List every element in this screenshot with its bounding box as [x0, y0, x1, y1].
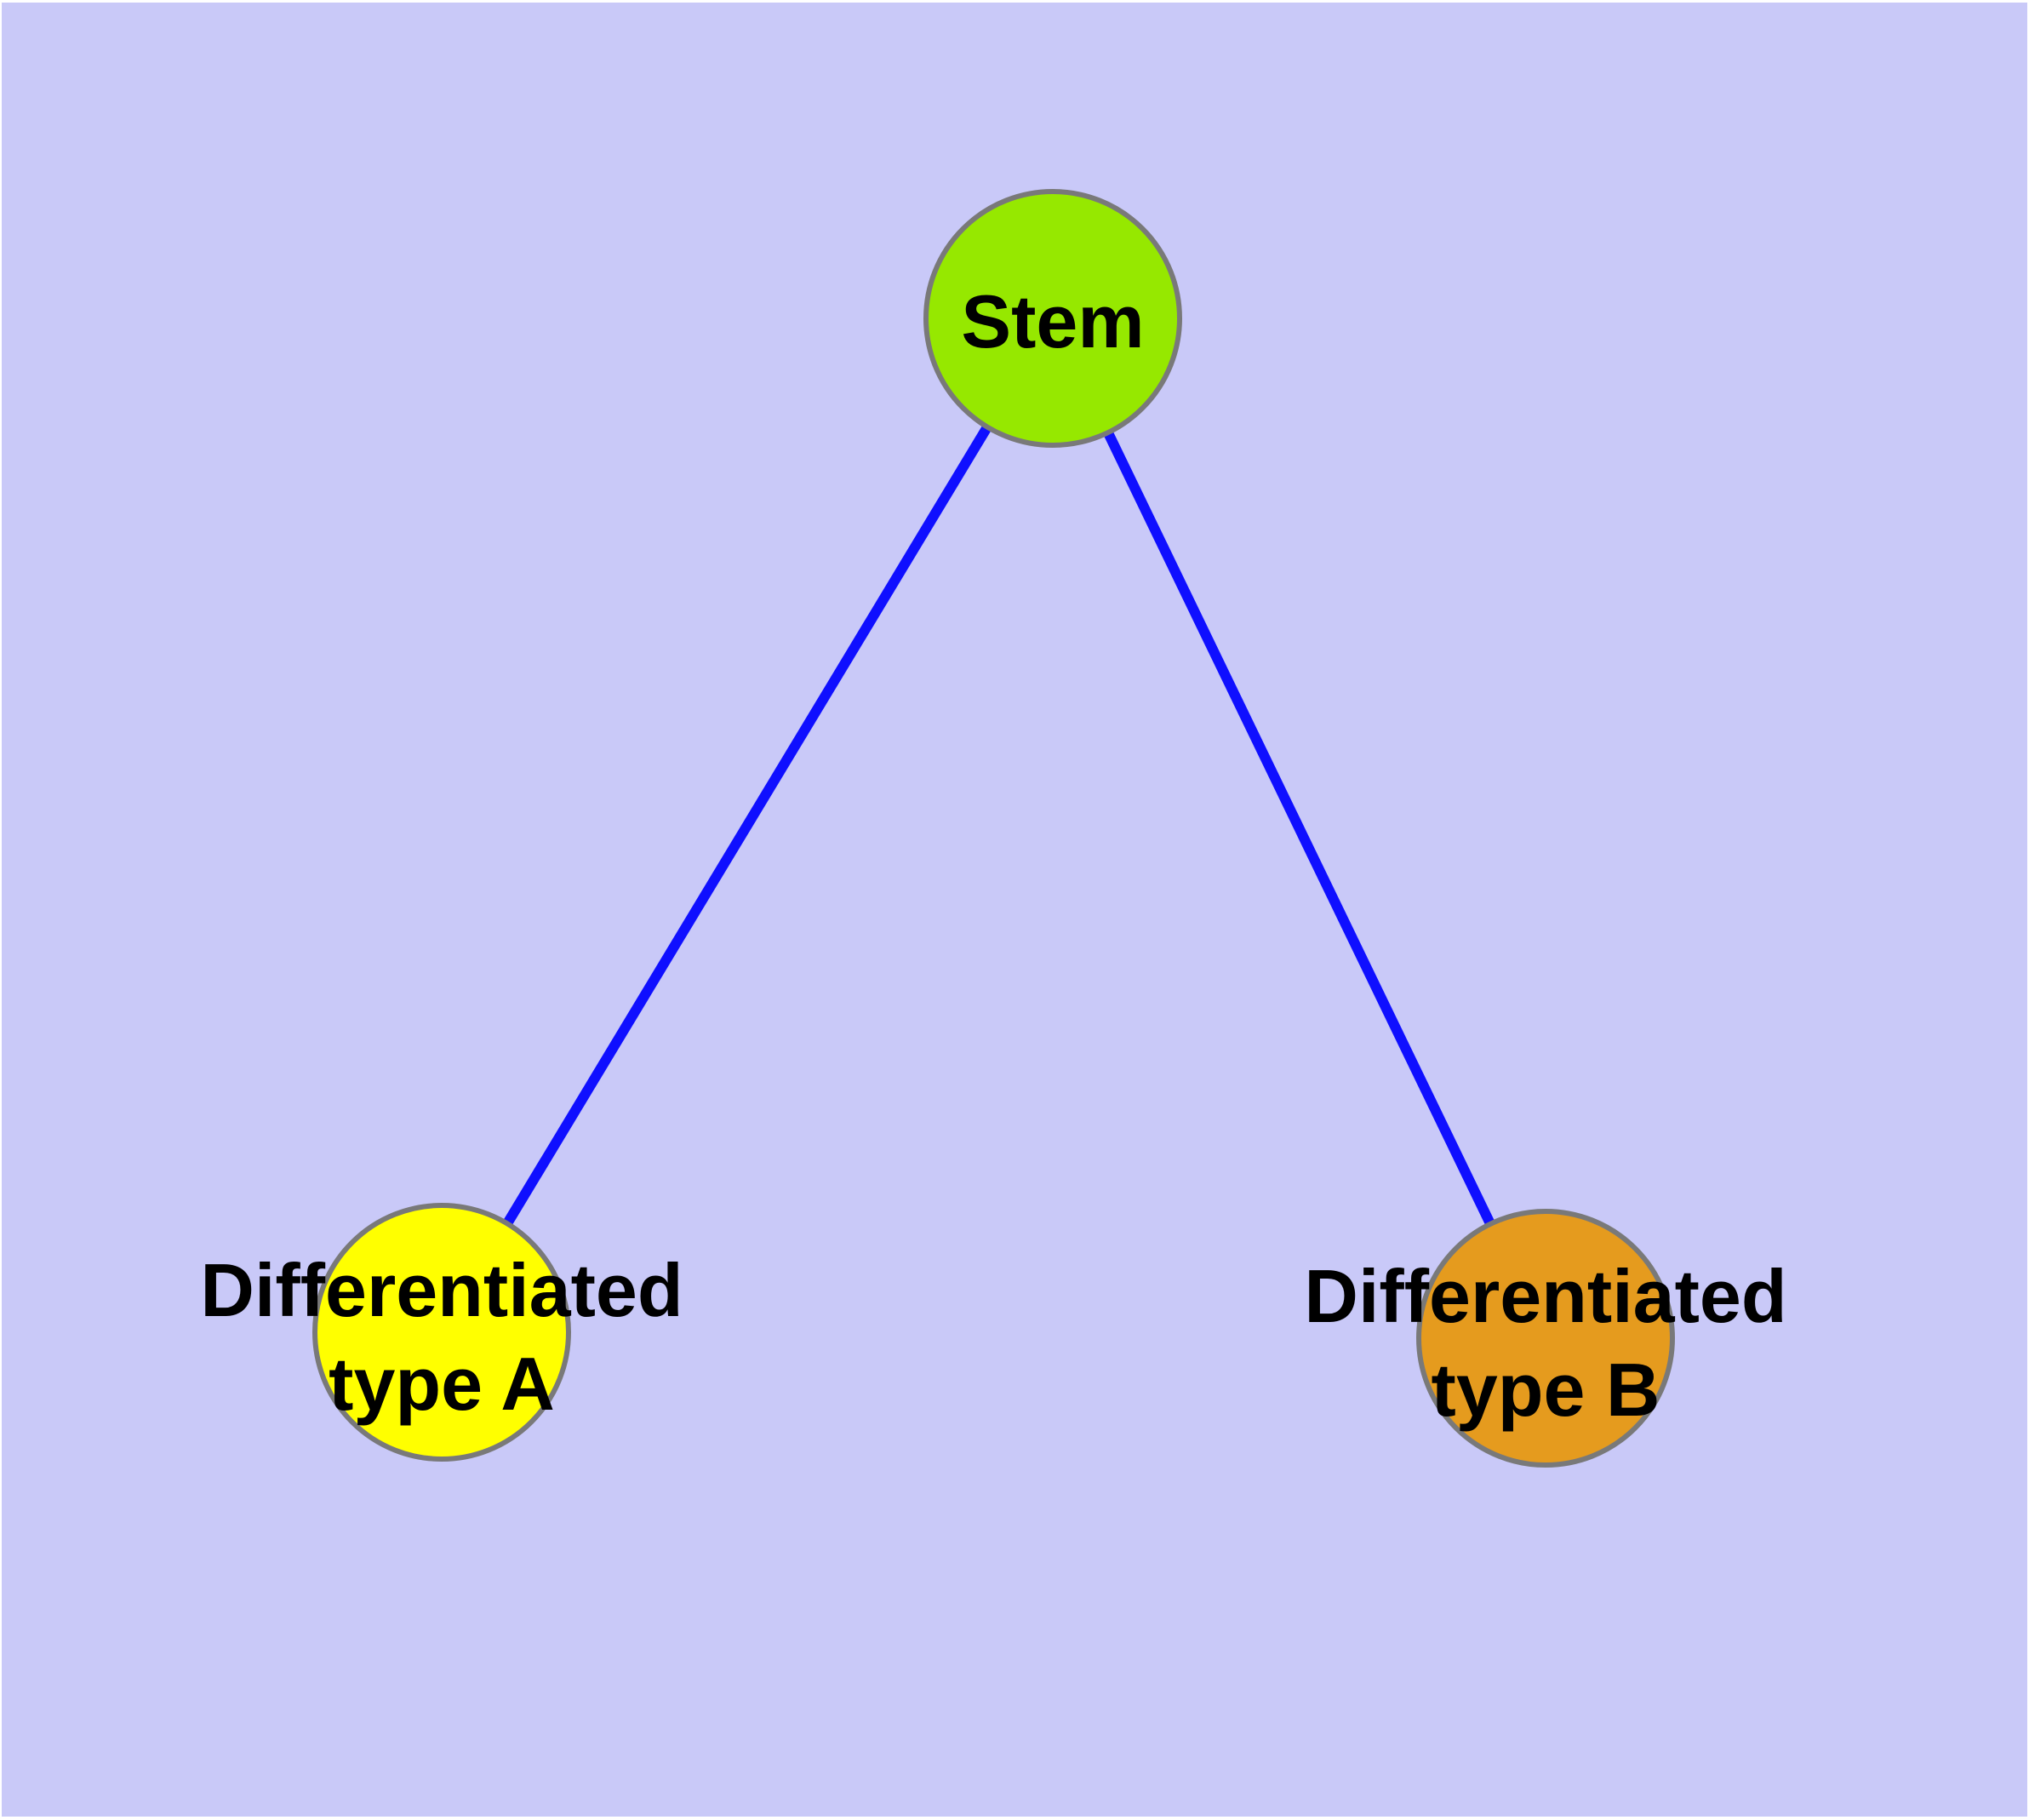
node-differentiated-type-b-label: Differentiated type B: [1304, 1254, 1786, 1432]
node-differentiated-type-a-label-line2: type A: [329, 1342, 555, 1426]
node-differentiated-type-a-circle: [312, 1203, 571, 1462]
node-differentiated-type-a-label: Differentiated type A: [200, 1248, 683, 1426]
node-stem-circle: [923, 189, 1182, 448]
node-differentiated-type-b-label-line1: Differentiated: [1304, 1254, 1786, 1338]
node-stem-label: Stem: [961, 279, 1144, 363]
edge-stem-to-type-b: [1048, 316, 1551, 1341]
edge-stem-to-type-a: [437, 315, 1058, 1336]
node-differentiated-type-a-label-line1: Differentiated: [200, 1248, 683, 1332]
node-differentiated-type-b-circle: [1416, 1209, 1675, 1468]
node-differentiated-type-b-label-line2: type B: [1432, 1348, 1660, 1432]
